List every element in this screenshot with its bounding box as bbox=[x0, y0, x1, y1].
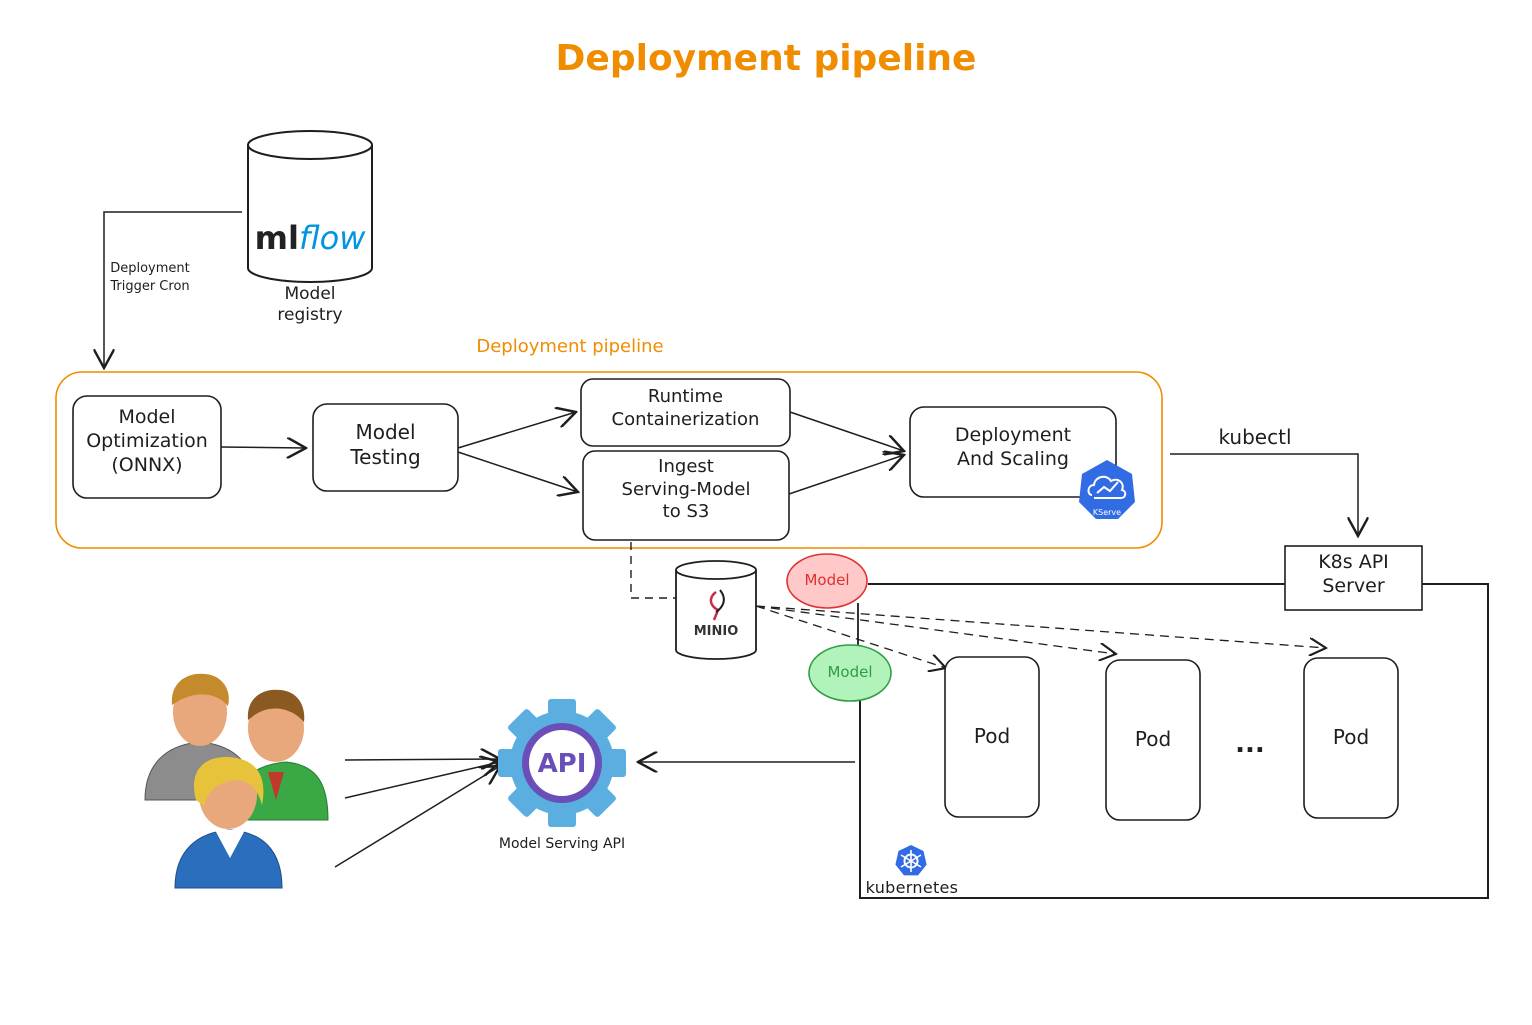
pods-ellipsis: ... bbox=[1235, 729, 1265, 759]
kubernetes-label: kubernetes bbox=[865, 878, 959, 897]
step-deployment-label: Deployment And Scaling bbox=[954, 424, 1072, 470]
k8s-api-label: K8s API Server bbox=[1318, 551, 1389, 597]
arrow-test-to-container bbox=[457, 412, 576, 449]
kubectl-label: kubectl bbox=[1218, 425, 1292, 449]
pipeline-group bbox=[55, 371, 1163, 549]
pod-box-3[interactable] bbox=[1303, 657, 1399, 819]
mlflow-logo-flow: flow bbox=[298, 219, 366, 257]
model-tag-red[interactable] bbox=[786, 553, 868, 609]
model-tag-green-label: Model bbox=[827, 663, 873, 681]
model-tag-red-label: Model bbox=[804, 571, 850, 589]
minio-bird-icon bbox=[709, 589, 725, 621]
kubernetes-wheel-icon bbox=[895, 845, 927, 876]
step-testing-label: Model Testing bbox=[350, 420, 421, 469]
minio-label: MINIO bbox=[693, 624, 739, 639]
users-illustration bbox=[144, 673, 329, 889]
k8s-api-box[interactable] bbox=[1284, 545, 1423, 611]
mlflow-cylinder bbox=[247, 130, 373, 283]
step-optimization-label: Model Optimization (ONNX) bbox=[86, 406, 208, 476]
trigger-arrow bbox=[104, 211, 242, 368]
pod-label-2: Pod bbox=[1134, 727, 1172, 751]
step-ingest-label: Ingest Serving-Model to S3 bbox=[621, 456, 751, 522]
pod-label-1: Pod bbox=[973, 724, 1011, 748]
arrow-test-to-ingest bbox=[457, 451, 578, 492]
page-title: Deployment pipeline bbox=[555, 38, 977, 79]
minio-to-pod3-dashed bbox=[755, 605, 1326, 648]
api-badge-text: API bbox=[537, 749, 587, 779]
minio-to-pod2-dashed bbox=[755, 605, 1116, 654]
mlflow-logo-ml: ml bbox=[254, 219, 299, 257]
arrow-opt-to-test bbox=[220, 447, 306, 448]
step-ingest-box[interactable] bbox=[582, 450, 790, 541]
model-registry-label: Model registry bbox=[277, 284, 343, 326]
minio-to-pod1-dashed bbox=[755, 605, 946, 668]
kubectl-arrow bbox=[1170, 453, 1358, 536]
pod-box-2[interactable] bbox=[1105, 659, 1201, 821]
ingest-to-minio-dashed bbox=[630, 542, 678, 599]
model-tag-green[interactable] bbox=[808, 644, 892, 702]
user-arrow-2 bbox=[344, 762, 500, 799]
api-gear-icon bbox=[498, 699, 626, 827]
model-serving-api-label: Model Serving API bbox=[498, 836, 626, 852]
step-containerization-label: Runtime Containerization bbox=[611, 386, 760, 430]
user-arrow-1 bbox=[344, 759, 500, 760]
deployment-trigger-label: Deployment Trigger Cron bbox=[110, 261, 190, 294]
step-deployment-box[interactable] bbox=[909, 406, 1117, 498]
k8s-cluster-boundary bbox=[859, 583, 1489, 899]
arrow-ingest-to-deploy bbox=[788, 455, 904, 495]
pod-box-1[interactable] bbox=[944, 656, 1040, 818]
kserve-label: KServe bbox=[1092, 508, 1122, 517]
arrow-container-to-deploy bbox=[789, 411, 904, 451]
pod-label-3: Pod bbox=[1332, 725, 1370, 749]
user-arrow-3 bbox=[334, 766, 500, 868]
pipeline-group-label: Deployment pipeline bbox=[476, 336, 664, 357]
kserve-icon bbox=[1079, 460, 1135, 519]
mlflow-logo-text: mlflow bbox=[252, 190, 368, 254]
